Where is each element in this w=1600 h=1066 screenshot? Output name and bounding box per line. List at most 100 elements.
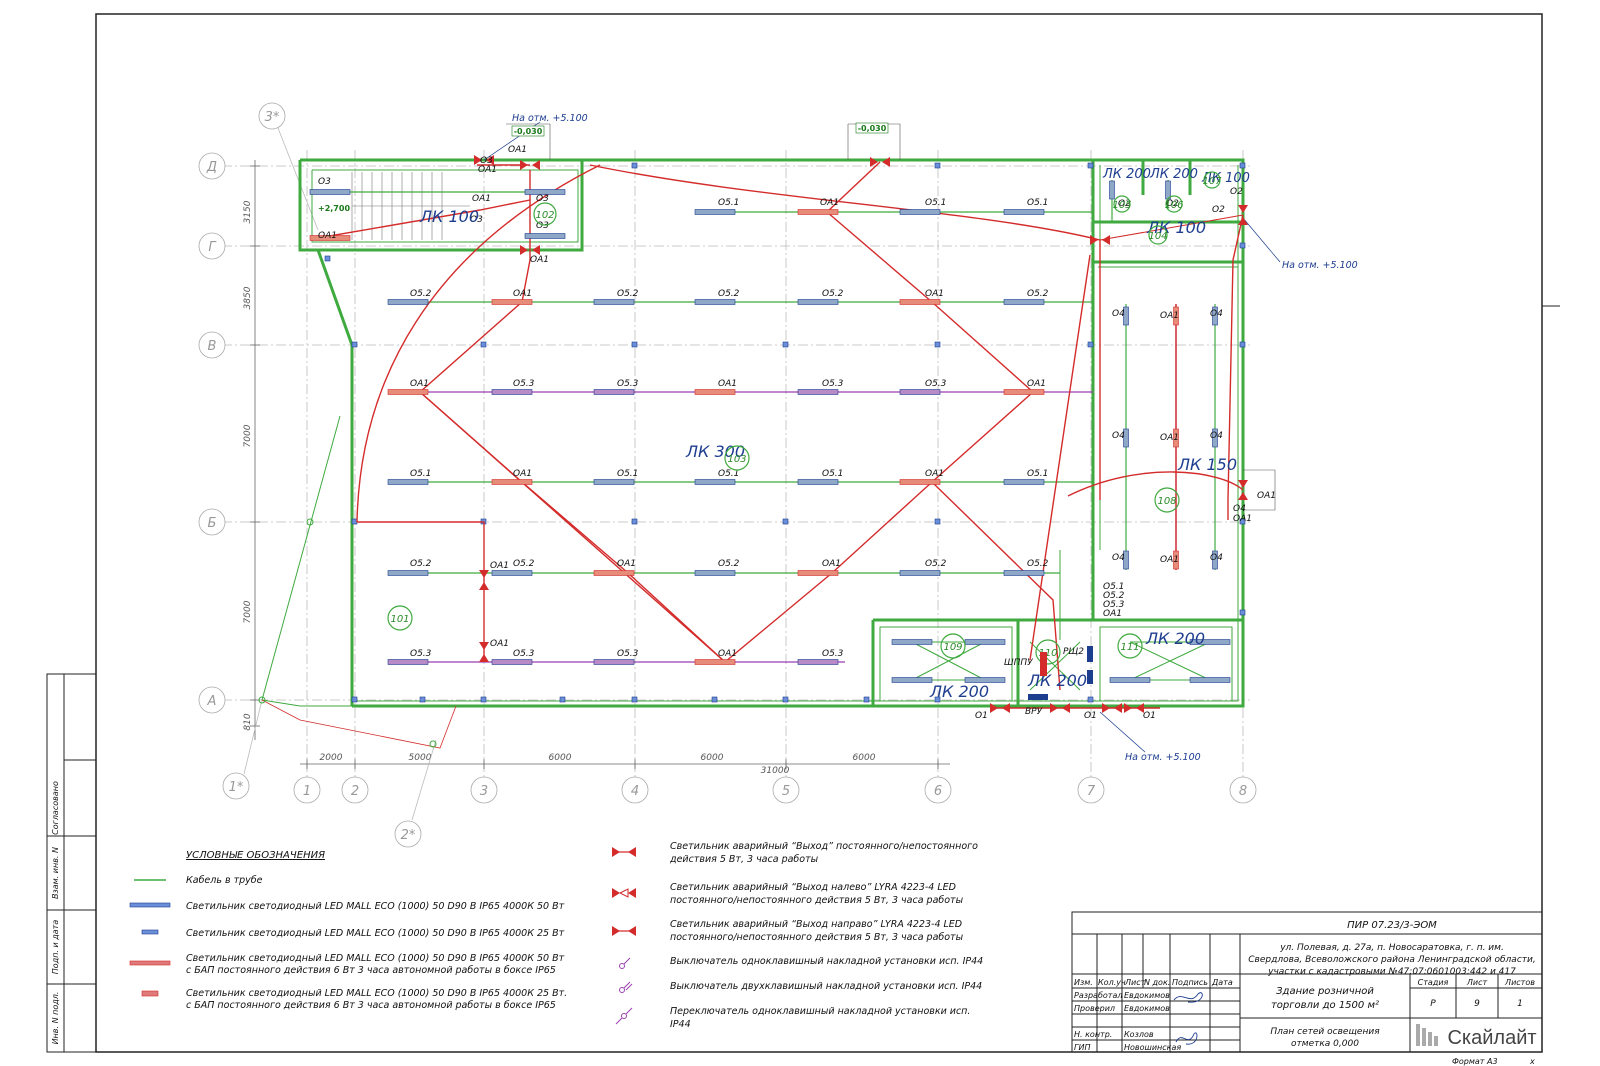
tag-oa1: ОА1 [513, 289, 532, 299]
dim-v-4: 7000 [243, 600, 253, 623]
exit-sign-icon [520, 245, 540, 255]
tag-oa1: ОА1 [1233, 514, 1252, 524]
tag-o52: О5.2 [1103, 591, 1125, 601]
led-light-fixture [964, 677, 1006, 683]
dim-h-2: 5000 [409, 753, 432, 763]
tag-oa1: ОА1 [410, 379, 429, 389]
legend-toggle-2: IP44 [670, 1019, 691, 1030]
legend-exit-right-1: Светильник аварийный “Выход направо” LYR… [670, 919, 962, 930]
staircase [351, 172, 470, 240]
stamp-agreed: Согласовано [51, 781, 60, 835]
tag-o52: О5.2 [1027, 289, 1049, 299]
legend-exit-left-1: Светильник аварийный “Выход налево” LYRA… [670, 882, 956, 893]
level-mark-1 [511, 125, 545, 137]
led-light-fixture [797, 299, 839, 305]
tag-o51: О5.1 [925, 198, 946, 208]
axis-label-b: Б [208, 516, 217, 531]
led-light-fixture [1165, 180, 1171, 200]
tag-o53: О5.3 [617, 379, 639, 389]
room-number-110: 110 [1038, 648, 1057, 659]
legend-toggle-1: Переключатель одноклавишный накладной ус… [670, 1006, 970, 1017]
emergency-light-fixture [309, 235, 351, 241]
side-stamp [46, 673, 97, 1053]
led-light-fixture [694, 299, 736, 305]
room-label-lk100-c: ЛК 100 [1201, 171, 1250, 186]
company-logo-icon [1416, 1024, 1438, 1046]
tag-o4: О4 [1210, 553, 1223, 563]
emergency-light-fixture [1173, 550, 1179, 570]
led-light-fixture [387, 479, 429, 485]
legend-exit-2: действия 5 Вт, 3 часа работы [669, 854, 819, 865]
led-light-fixture [1003, 209, 1045, 215]
tag-oa1: ОА1 [1257, 491, 1276, 501]
led-light-fixture [491, 570, 533, 576]
tag-o53: О5.3 [925, 379, 947, 389]
led-light-fixture [1123, 306, 1129, 326]
led-light-fixture [797, 479, 839, 485]
tag-o4: О4 [1112, 431, 1125, 441]
emergency-light-fixture [899, 479, 941, 485]
legend: УСЛОВНЫЕ ОБОЗНАЧЕНИЯ Кабель в трубе Свет… [129, 841, 983, 1030]
dim-v-2: 3850 [243, 286, 253, 309]
legend-title: УСЛОВНЫЕ ОБОЗНАЧЕНИЯ [186, 850, 325, 861]
tb-header-list: Лист [1124, 978, 1146, 987]
led-light-fixture [387, 570, 429, 576]
axis-label-3star: 3* [265, 110, 280, 125]
tb-stage: Р [1430, 999, 1436, 1009]
tb-header-izm: Изм. [1074, 978, 1093, 987]
emergency-light-fixture [694, 389, 736, 395]
tb-company: Скайлайт [1447, 1027, 1536, 1049]
room-number-109: 109 [943, 642, 962, 653]
axis-label-6: 6 [934, 784, 942, 799]
tag-o51: О5.1 [1027, 198, 1048, 208]
tag-o3: О3 [470, 215, 483, 225]
tb-code: ПИР 07.23/3-ЭОМ [1347, 920, 1437, 931]
level-box-right [1243, 469, 1276, 511]
led-light-fixture [387, 299, 429, 305]
stamp-sign-date: Подп. и дата [51, 920, 60, 975]
led-light-fixture [1212, 306, 1218, 326]
tag-o51: О5.1 [617, 469, 638, 479]
led-light-fixture [593, 299, 635, 305]
led-light-fixture [1109, 677, 1151, 683]
tag-o3: О3 [536, 221, 549, 231]
marker-circle-2 [258, 696, 266, 704]
tb-sheet: 9 [1474, 999, 1480, 1009]
dim-h-3: 6000 [549, 753, 572, 763]
emergency-network [317, 161, 1244, 709]
building-walls [298, 158, 1245, 708]
led-light-fixture [309, 189, 351, 195]
tag-oa1: ОА1 [718, 649, 737, 659]
tag-oa1: ОА1 [508, 145, 527, 155]
tag-o52: О5.2 [822, 289, 844, 299]
note-elev-1: На отм. +5.100 [512, 113, 588, 124]
tag-o2: О2 [1118, 199, 1131, 209]
tag-oa1: ОА1 [820, 198, 839, 208]
legend-led50: Светильник светодиодный LED MALL ECO (10… [186, 901, 565, 912]
tag-o2: О2 [1166, 199, 1179, 209]
led-light-fixture [491, 389, 533, 395]
tag-o52: О5.2 [410, 559, 432, 569]
tag-o1: О1 [975, 711, 988, 721]
led-light-fixture [899, 570, 941, 576]
tag-o1: О1 [1084, 711, 1097, 721]
legend-led25-bap-1: Светильник светодиодный LED MALL ECO (10… [186, 988, 567, 999]
emergency-link-top [1099, 214, 1244, 241]
marker-circle-3 [429, 740, 437, 748]
tb-role-gip: ГИП [1074, 1043, 1090, 1052]
exit-sign-icon [479, 570, 489, 590]
room-label-lk200-109: ЛК 200 [929, 682, 989, 701]
dim-v-1: 3150 [243, 200, 253, 223]
led-light-fixture [797, 659, 839, 665]
legend-switch1: Выключатель одноклавишный накладной уста… [670, 956, 983, 967]
tag-oa1: ОА1 [1160, 311, 1179, 321]
panel-shppu-icon [1040, 652, 1047, 676]
stamp-inv-replace: Взам. инв. N [51, 847, 60, 899]
axis-label-3: 3 [480, 784, 488, 799]
tag-o52: О5.2 [1027, 559, 1049, 569]
tag-o52: О5.2 [718, 289, 740, 299]
tag-o53: О5.3 [513, 379, 535, 389]
tb-project-2: торговли до 1500 м² [1271, 1000, 1379, 1011]
led-light-fixture [1003, 479, 1045, 485]
